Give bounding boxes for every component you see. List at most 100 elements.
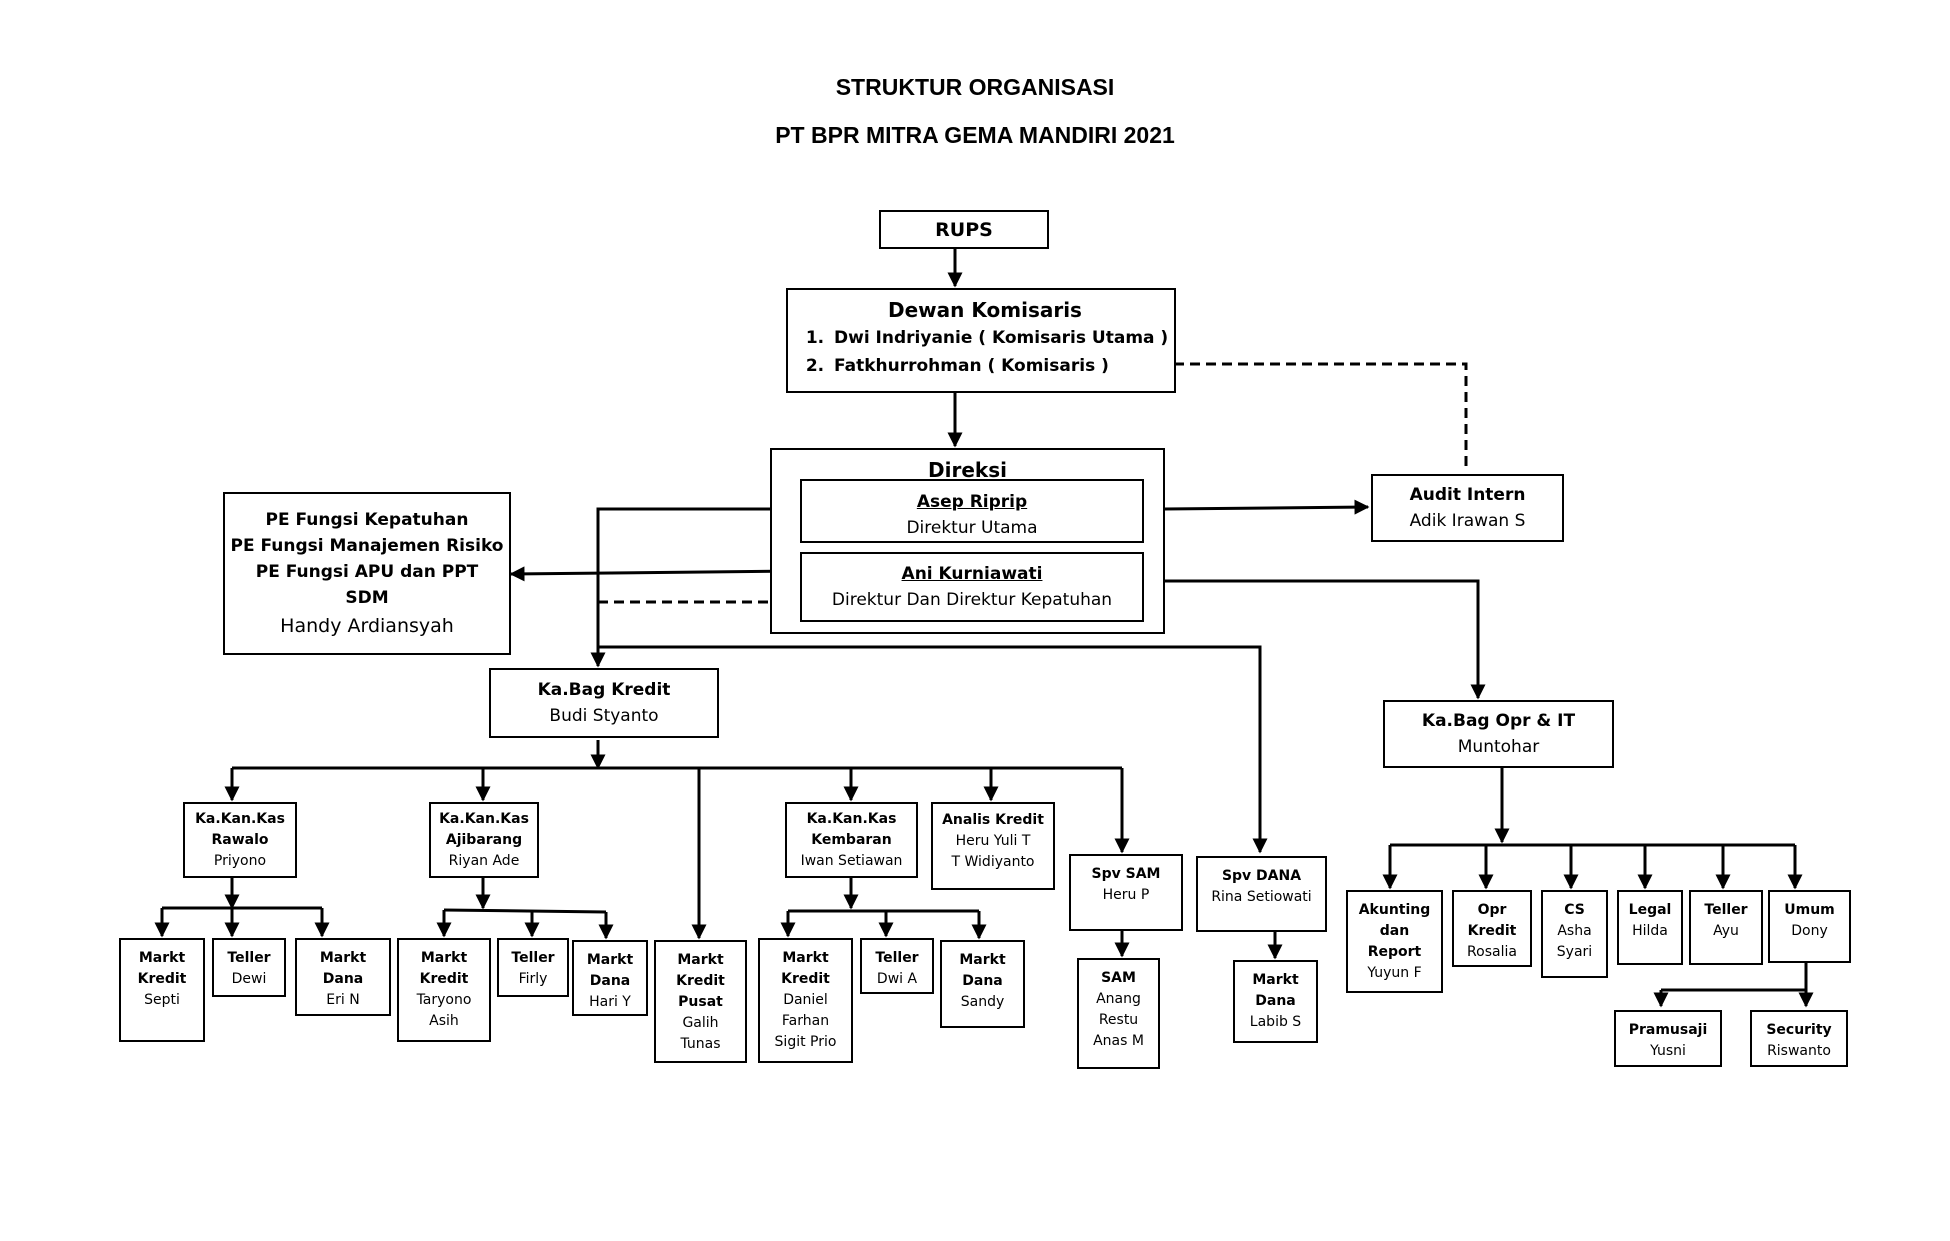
pe-line-4: SDM (345, 587, 389, 608)
box-rups: RUPS (879, 210, 1049, 249)
akunting-t2: dan (1379, 923, 1410, 939)
k-md-name: Sandy (960, 994, 1005, 1010)
dana-t2: Dana (1255, 993, 1296, 1009)
ajibarang-name: Riyan Ade (448, 852, 520, 869)
direktur-utama-role: Direktur Utama (906, 518, 1038, 538)
box-spv-dana: Spv DANA Rina Setiowati (1196, 856, 1327, 932)
box-kakankas-kembaran: Ka.Kan.Kas Kembaran Iwan Setiawan (785, 802, 918, 878)
box-rawalo-teller: Teller Dewi (212, 938, 286, 997)
dana-t1: Markt (1252, 972, 1299, 988)
umum-title: Umum (1784, 902, 1835, 918)
direksi-title: Direksi (928, 458, 1007, 482)
dana-name: Labib S (1249, 1014, 1302, 1030)
line-direksi-opr (1164, 579, 1486, 700)
cs-title: CS (1564, 902, 1585, 918)
sam-name-2: Restu (1098, 1012, 1139, 1028)
akunting-t1: Akunting (1358, 902, 1431, 918)
box-kakankas-ajibarang: Ka.Kan.Kas Ajibarang Riyan Ade (429, 802, 539, 878)
analis-name-1: Heru Yuli T (955, 833, 1031, 849)
r-mk-t2: Kredit (137, 971, 187, 987)
a-md-name: Hari Y (589, 994, 631, 1010)
direktur-kepatuhan-name: Ani Kurniawati (901, 564, 1043, 584)
rawalo-name: Priyono (213, 852, 267, 869)
a-md-t2: Dana (589, 973, 631, 989)
akunting-name: Yuyun F (1367, 965, 1422, 981)
a-teller-name: Firly (518, 971, 548, 987)
legal-title: Legal (1628, 902, 1672, 918)
mkp-name-2: Tunas (680, 1036, 721, 1052)
spvdana-title: Spv DANA (1221, 868, 1302, 884)
box-dewan-komisaris: Dewan Komisaris 1. Dwi Indriyanie ( Komi… (786, 288, 1176, 393)
box-rawalo-markt-dana: Markt Dana Eri N (295, 938, 391, 1016)
box-ajibarang-markt-kredit: Markt Kredit Taryono Asih (397, 938, 491, 1042)
box-kakankas-rawalo: Ka.Kan.Kas Rawalo Priyono (183, 802, 297, 878)
box-audit-intern: Audit Intern Adik Irawan S (1371, 474, 1564, 542)
mkp-t1: Markt (677, 952, 724, 968)
a-md-t1: Markt (586, 952, 634, 968)
box-spv-sam: Spv SAM Heru P (1069, 854, 1183, 931)
security-name: Riswanto (1767, 1043, 1831, 1059)
cs-name-2: Syari (1556, 944, 1593, 960)
k-mk-name-3: Sigit Prio (774, 1034, 837, 1050)
spvdana-name: Rina Setiowati (1211, 889, 1312, 905)
kembaran-t1: Ka.Kan.Kas (806, 810, 897, 827)
opr-name: Muntohar (1457, 737, 1540, 757)
komisaris-member-1-num: 1. (805, 328, 825, 348)
box-analis-kredit: Analis Kredit Heru Yuli T T Widiyanto (931, 802, 1055, 890)
oprkredit-t2: Kredit (1467, 923, 1517, 939)
oprkredit-t1: Opr (1477, 902, 1507, 918)
opr-title: Ka.Bag Opr & IT (1421, 711, 1576, 731)
a-mk-t1: Markt (420, 950, 468, 966)
k-teller-title: Teller (875, 950, 919, 966)
k-md-t2: Dana (962, 973, 1003, 989)
pramusaji-title: Pramusaji (1628, 1022, 1708, 1038)
spvsam-title: Spv SAM (1091, 866, 1161, 882)
rups-label: RUPS (935, 218, 993, 241)
line-direksi-spvdana (598, 645, 1268, 854)
r-md-t2: Dana (322, 971, 364, 987)
sam-name-1: Anang (1096, 991, 1141, 1007)
rawalo-t2: Rawalo (211, 831, 269, 848)
box-markt-kredit-pusat: Markt Kredit Pusat Galih Tunas (654, 940, 747, 1063)
komisaris-member-2: Fatkhurrohman ( Komisaris ) (834, 356, 1109, 376)
umum-name: Dony (1791, 923, 1828, 939)
k-mk-t2: Kredit (781, 971, 830, 987)
o-teller-title: Teller (1704, 902, 1748, 918)
ajibarang-t2: Ajibarang (445, 831, 523, 848)
box-opr-teller: Teller Ayu (1689, 890, 1763, 965)
komisaris-member-1: Dwi Indriyanie ( Komisaris Utama ) (834, 328, 1169, 348)
box-kembaran-markt-kredit: Markt Kredit Daniel Farhan Sigit Prio (758, 938, 853, 1063)
akunting-t3: Report (1367, 944, 1422, 960)
dashed-komisaris-audit (1174, 362, 1468, 472)
mkp-t2: Kredit (676, 973, 725, 989)
a-mk-name-1: Taryono (416, 992, 472, 1008)
kembaran-name: Iwan Setiawan (800, 852, 903, 869)
pe-name: Handy Ardiansyah (280, 614, 454, 637)
box-direktur-utama: Asep Riprip Direktur Utama (800, 479, 1144, 543)
kredit-title: Ka.Bag Kredit (537, 680, 671, 700)
box-kabag-kredit: Ka.Bag Kredit Budi Styanto (489, 668, 719, 738)
box-kembaran-markt-dana: Markt Dana Sandy (940, 940, 1025, 1028)
r-md-name: Eri N (326, 992, 360, 1008)
chart-title: STRUKTUR ORGANISASI (835, 74, 1115, 100)
audit-title: Audit Intern (1409, 485, 1526, 505)
box-kabag-opr-it: Ka.Bag Opr & IT Muntohar (1383, 700, 1614, 768)
k-md-t1: Markt (959, 952, 1006, 968)
box-sam: SAM Anang Restu Anas M (1077, 958, 1160, 1069)
r-mk-t1: Markt (138, 950, 186, 966)
line-direksi-audit (1163, 499, 1370, 515)
analis-name-2: T Widiyanto (951, 854, 1035, 870)
security-title: Security (1766, 1022, 1832, 1038)
r-mk-name: Septi (144, 992, 180, 1008)
k-teller-name: Dwi A (876, 971, 918, 987)
ajibarang-t1: Ka.Kan.Kas (439, 810, 529, 827)
r-md-t1: Markt (319, 950, 367, 966)
box-pramusaji: Pramusaji Yusni (1614, 1010, 1722, 1067)
komisaris-title: Dewan Komisaris (888, 298, 1082, 322)
rawalo-t1: Ka.Kan.Kas (195, 810, 285, 827)
sam-name-3: Anas M (1093, 1033, 1144, 1049)
direktur-utama-name: Asep Riprip (916, 492, 1028, 512)
kembaran-t2: Kembaran (811, 831, 892, 848)
box-ajibarang-markt-dana: Markt Dana Hari Y (572, 940, 648, 1016)
